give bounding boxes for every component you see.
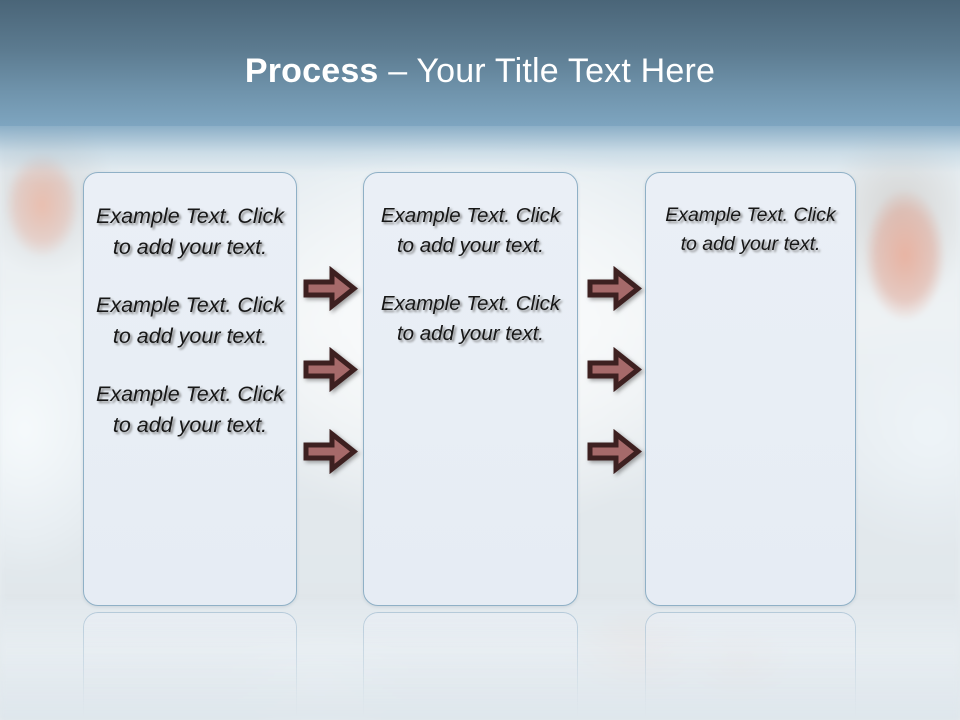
- page-title-rest: – Your Title Text Here: [378, 52, 716, 90]
- box-reflection-3: [645, 612, 856, 716]
- process-box-1-paragraph-2[interactable]: Example Text. Click to add your text.: [96, 293, 284, 348]
- process-box-1-paragraph-1[interactable]: Example Text. Click to add your text.: [96, 204, 284, 259]
- right-arrow-icon[interactable]: [586, 266, 642, 311]
- process-box-2-paragraph-2[interactable]: Example Text. Click to add your text.: [380, 292, 561, 345]
- process-box-1-paragraph-3[interactable]: Example Text. Click to add your text.: [96, 382, 284, 437]
- process-box-1[interactable]: Example Text. Click to add your text. Ex…: [83, 172, 297, 606]
- title-banner: [0, 0, 960, 126]
- right-arrow-icon[interactable]: [302, 429, 358, 474]
- right-arrow-icon[interactable]: [586, 429, 642, 474]
- process-box-2[interactable]: Example Text. Click to add your text. Ex…: [363, 172, 578, 606]
- box-reflection-2: [363, 612, 578, 716]
- right-arrow-icon[interactable]: [302, 266, 358, 311]
- process-box-3[interactable]: Example Text. Click to add your text.: [645, 172, 856, 606]
- right-arrow-icon[interactable]: [302, 347, 358, 392]
- page-title-bold: Process: [244, 52, 379, 90]
- page-title: Process – Your Title Text Here: [0, 50, 960, 92]
- process-box-3-paragraph-1[interactable]: Example Text. Click to add your text.: [665, 204, 836, 255]
- box-reflection-1: [83, 612, 297, 716]
- process-box-2-paragraph-1[interactable]: Example Text. Click to add your text.: [380, 204, 561, 257]
- right-arrow-icon[interactable]: [586, 347, 642, 392]
